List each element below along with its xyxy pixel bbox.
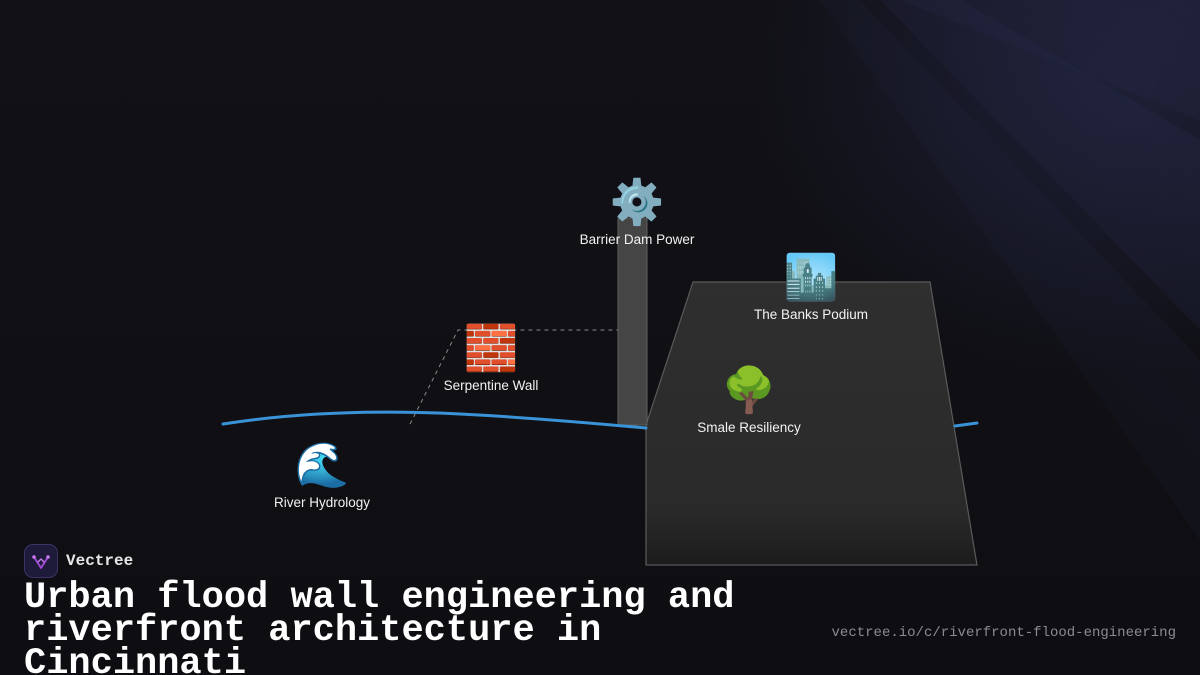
river-waterline-east [953,421,979,428]
node-the-banks-podium[interactable]: 🏙️ The Banks Podium [753,252,869,323]
serpentine-wall-dashed-outline [409,329,618,425]
node-serpentine-wall[interactable]: 🧱 Serpentine Wall [443,323,539,394]
node-smale-resiliency[interactable]: 🌳 Smale Resiliency [697,365,801,436]
brand: Vectree [24,544,133,578]
node-label: The Banks Podium [753,307,869,322]
page-title: Urban flood wall engineering and riverfr… [24,577,735,675]
tree-icon: 🌳 [721,365,777,416]
river-waterline [221,410,648,430]
brick-icon: 🧱 [463,323,519,374]
vectree-tree-icon [24,544,58,578]
node-river-hydrology[interactable]: 🌊 River Hydrology [273,440,371,511]
gear-icon: ⚙️ [609,177,665,228]
node-label: Barrier Dam Power [579,232,695,247]
riverbank-platform [645,281,978,566]
barrier-dam-wall [617,217,648,426]
node-label: Serpentine Wall [443,378,539,393]
brand-name: Vectree [66,552,134,570]
node-label: River Hydrology [273,495,371,510]
node-label: Smale Resiliency [697,420,801,435]
cityscape-icon: 🏙️ [783,252,839,303]
source-url[interactable]: vectree.io/c/riverfront-flood-engineerin… [831,625,1176,641]
node-barrier-dam-power[interactable]: ⚙️ Barrier Dam Power [579,177,695,248]
wave-icon: 🌊 [294,440,350,491]
